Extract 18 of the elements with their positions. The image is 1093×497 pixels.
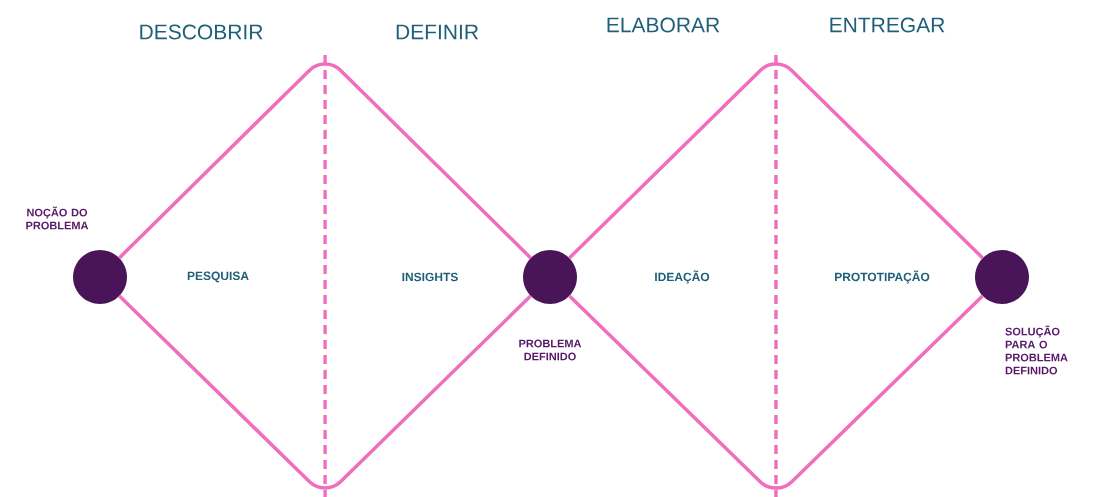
- stage-label: PESQUISA: [187, 271, 249, 283]
- phase-heading: ELABORAR: [607, 17, 720, 33]
- stage-label: PROTOTIPAÇÃO: [835, 270, 930, 284]
- node-caption: NOÇÃO DO PROBLEMA: [26, 206, 89, 230]
- phase-heading: DESCOBRIR: [140, 24, 263, 40]
- node-caption: PROBLEMA DEFINIDO: [519, 339, 582, 361]
- stage-label: INSIGHTS: [402, 272, 458, 282]
- node-caption: SOLUÇÃO PARA O PROBLEMA DEFINIDO: [1005, 325, 1068, 375]
- phase-heading: DEFINIR: [396, 24, 479, 40]
- node-dot: [523, 250, 577, 304]
- diamond-line: [568, 62, 984, 260]
- diamond-line: [568, 294, 984, 490]
- diamond-line: [118, 62, 532, 260]
- stage-label: IDEAÇÃO: [655, 270, 710, 284]
- phase-heading: ENTREGAR: [830, 17, 945, 33]
- diamond-line: [118, 294, 532, 490]
- node-dot: [975, 250, 1029, 304]
- node-dot: [73, 250, 127, 304]
